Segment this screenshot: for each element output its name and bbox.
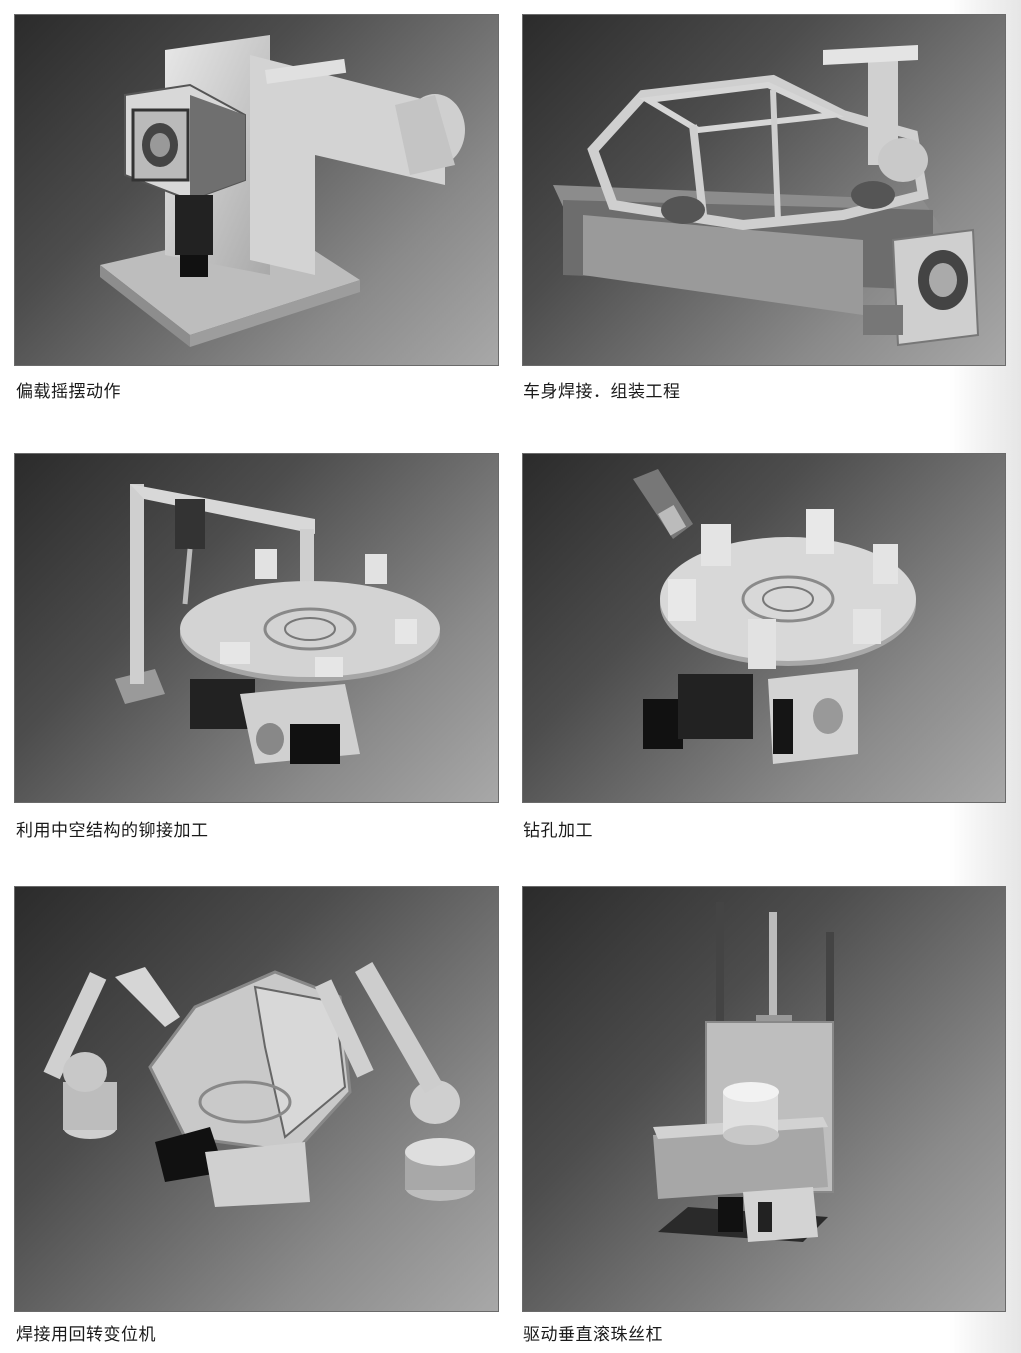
panel-welding-positioner	[14, 886, 499, 1312]
panel-drilling	[522, 453, 1006, 803]
caption-hollow-riveting: 利用中空结构的铆接加工	[16, 821, 209, 841]
caption-car-body-welding: 车身焊接．组装工程	[523, 382, 681, 402]
caption-drilling: 钻孔加工	[523, 821, 593, 841]
caption-vertical-ball-screw: 驱动垂直滚珠丝杠	[523, 1325, 663, 1345]
panel-car-body-welding	[522, 14, 1006, 366]
caption-welding-positioner: 焊接用回转变位机	[16, 1325, 156, 1345]
hollow-riveting-icon	[115, 484, 440, 764]
drilling-icon	[633, 469, 916, 764]
panel-hollow-riveting	[14, 453, 499, 803]
offset-swing-icon	[100, 35, 465, 347]
panel-vertical-ball-screw	[522, 886, 1006, 1312]
welding-positioner-icon	[43, 962, 475, 1207]
vertical-ball-screw-icon	[653, 902, 834, 1242]
car-body-welding-icon	[553, 45, 980, 347]
panel-offset-swing	[14, 14, 499, 366]
caption-offset-swing: 偏载摇摆动作	[16, 382, 121, 402]
